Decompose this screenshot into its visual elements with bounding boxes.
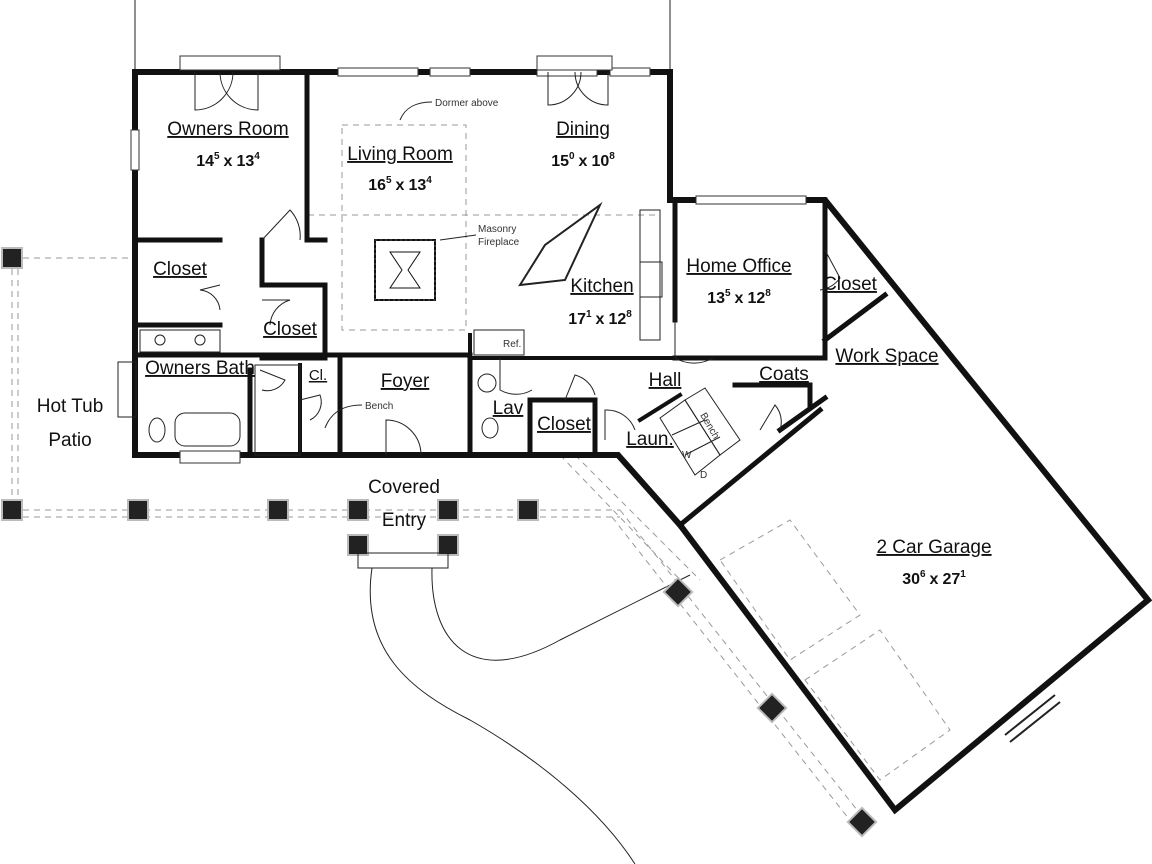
covered-entry-line2: Entry [382,510,427,531]
bench-foyer-note: Bench [365,401,393,412]
closet-hall-label: Closet [537,414,592,435]
hot-tub-patio-line2: Patio [48,430,91,451]
ref-note: Ref. [503,339,521,350]
living-room-label: Living Room [347,144,453,165]
dining-label: Dining [556,119,610,140]
laundry-machines [659,387,741,476]
porch-posts [1,247,878,838]
cl-label: Cl. [309,367,327,384]
garage-label: 2 Car Garage [876,537,991,558]
washer-label: W [682,450,692,461]
doors [194,71,841,456]
coats-label: Coats [759,364,809,385]
closet-owners-label: Closet [153,259,208,280]
interior-dashed [308,124,660,331]
kitchen-island [473,201,663,356]
dryer-label: D [700,470,707,481]
plan-notes: Dormer above Masonry Fireplace Ref. Benc… [324,98,721,481]
foyer-label: Foyer [381,371,430,392]
bath-fixtures [117,329,499,456]
entry-step [357,552,449,569]
lav-label: Lav [493,398,524,419]
fireplace-note-2: Fireplace [478,237,520,248]
fireplace-note-1: Masonry [478,224,516,235]
work-space-label: Work Space [835,346,938,367]
garage-side-door [1004,694,1061,743]
bench-laun-note: Bench [697,411,721,441]
kitchen-label: Kitchen [570,276,633,297]
covered-entry-line1: Covered [368,477,440,498]
laun-label: Laun. [626,429,674,450]
closet-office-label: Closet [823,274,878,295]
walkway [369,567,691,864]
dormer-note: Dormer above [435,98,499,109]
hot-tub-patio-line1: Hot Tub [37,396,104,417]
garage-car-outlines [719,519,951,781]
owners-room-label: Owners Room [167,119,288,140]
owners-bath-label: Owners Bath [145,358,255,379]
hall-label: Hall [649,370,682,391]
interior-walls [132,69,889,458]
fireplace [374,239,436,301]
roof-overhang [134,0,671,70]
windows [130,55,807,464]
home-office-label: Home Office [686,256,791,277]
closet-bath-label: Closet [263,319,318,340]
